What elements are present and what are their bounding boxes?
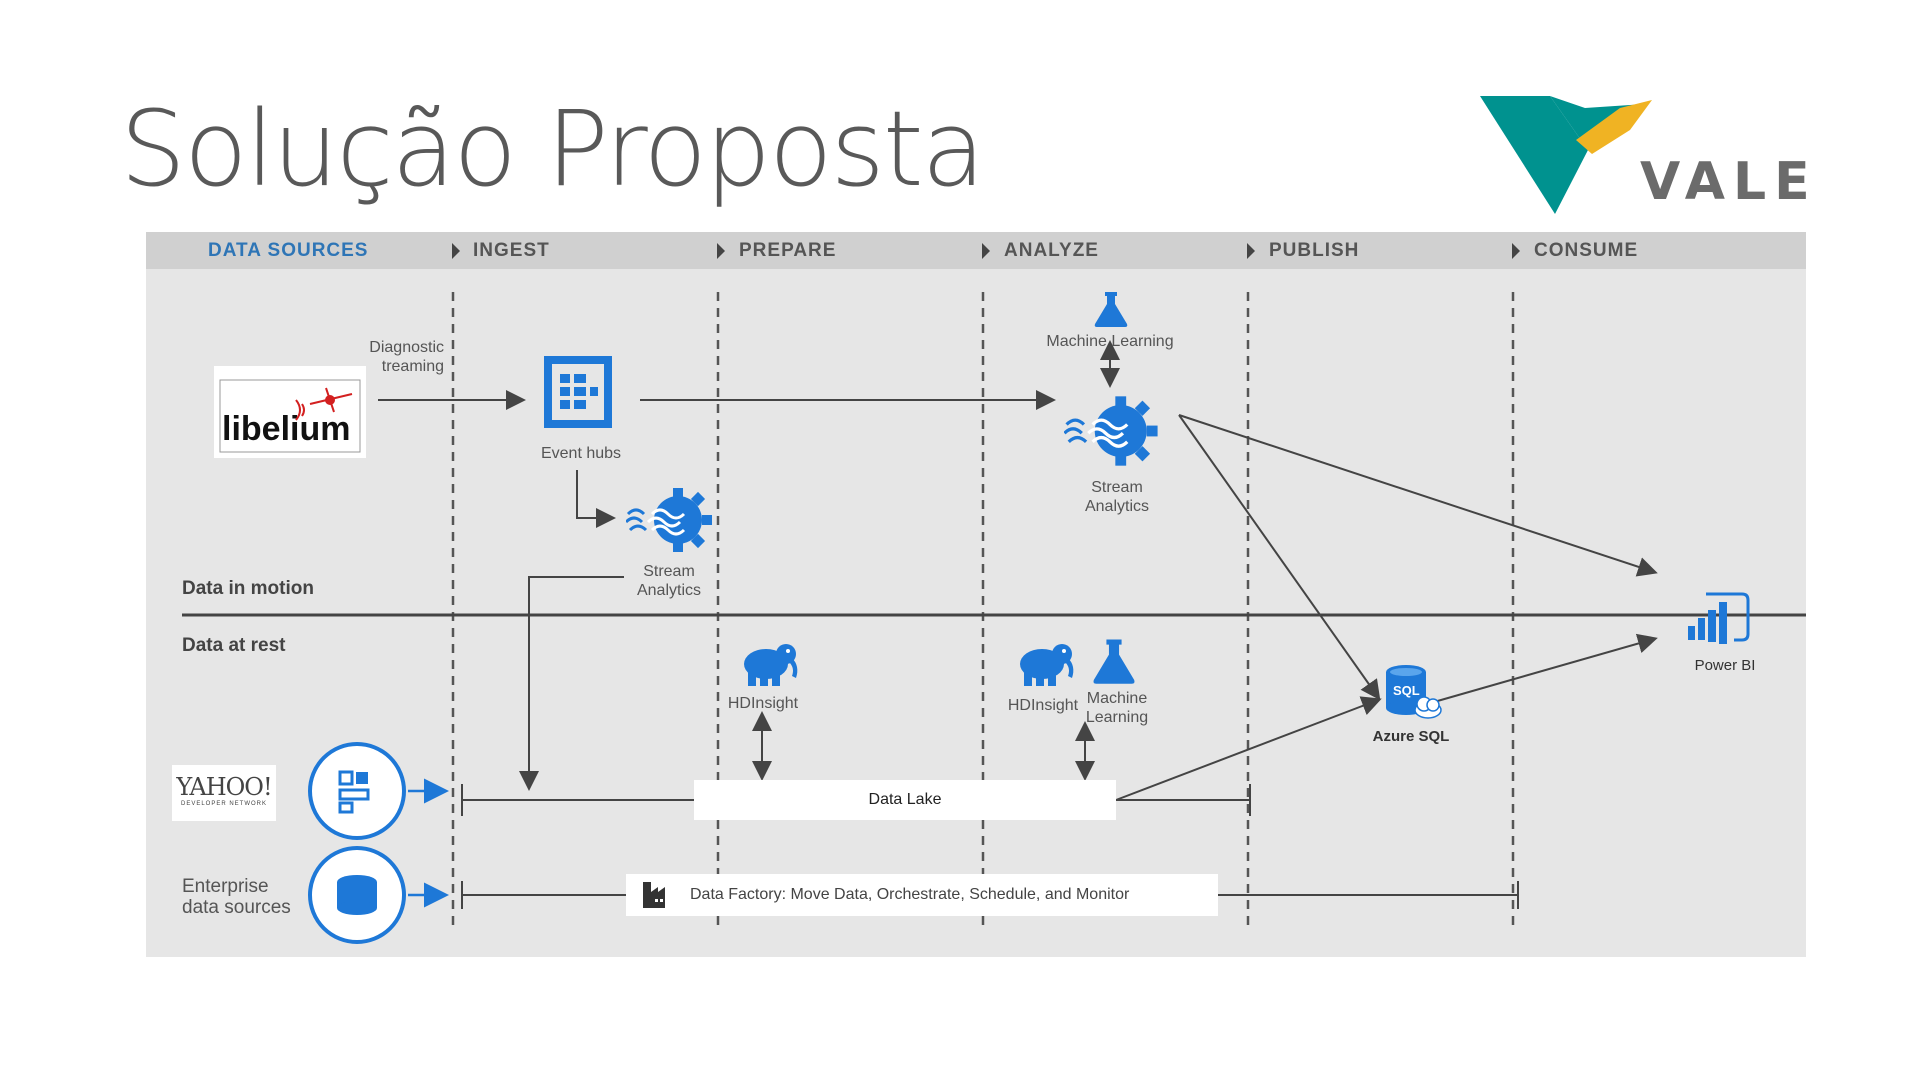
stage-dividers xyxy=(451,292,1515,932)
stage-analyze: ANALYZE xyxy=(1004,240,1099,261)
page-title: Solução Proposta xyxy=(120,88,985,210)
stage-prepare: PREPARE xyxy=(739,240,837,261)
arrow-stream-powerbi xyxy=(1178,414,1658,577)
yahoo-logo-subtext: DEVELOPER NETWORK xyxy=(180,801,267,807)
power-bi-label: Power BI xyxy=(1694,657,1756,674)
stage-chevrons xyxy=(452,243,1520,259)
arrow-datalake-sql xyxy=(1115,696,1382,801)
data-at-rest-label: Data at rest xyxy=(182,635,286,656)
azure-sql-label: Azure SQL xyxy=(1372,728,1450,745)
event-hubs-icon xyxy=(544,356,612,428)
vale-logo xyxy=(1480,96,1652,214)
yahoo-logo: YAHOO! DEVELOPER NETWORK xyxy=(172,765,276,821)
machine-learning-icon xyxy=(1094,292,1128,327)
data-in-motion-label: Data in motion xyxy=(182,578,314,599)
data-source-widgets-icon xyxy=(308,742,406,840)
data-lake-label: Data Lake xyxy=(868,791,942,808)
architecture-diagram: DATA SOURCES INGEST PREPARE ANALYZE PUBL… xyxy=(146,232,1806,957)
hdinsight-analyze-label: HDInsight xyxy=(1007,697,1079,714)
sql-badge-text: SQL xyxy=(1393,683,1420,698)
azure-sql-icon: SQL xyxy=(1386,665,1442,719)
libelium-text: libelium xyxy=(222,410,350,448)
stream-analytics-icon xyxy=(626,488,712,552)
power-bi-icon xyxy=(1688,592,1750,644)
diagnostic-streaming-label: Diagnostic treaming xyxy=(369,339,444,375)
stage-ingest: INGEST xyxy=(473,240,550,261)
connector-lines xyxy=(182,243,1806,932)
arrow-stream-sql xyxy=(1178,414,1381,701)
stage-header xyxy=(146,232,1806,269)
enterprise-database-icon xyxy=(308,846,406,944)
machine-learning-bottom-label: Machine Learning xyxy=(1085,690,1149,726)
stream-analytics-label: Stream Analytics xyxy=(636,563,702,599)
machine-learning-bottom-icon xyxy=(1093,639,1135,684)
stream-analytics-analyze-label: Stream Analytics xyxy=(1084,479,1150,515)
arrow-eventhubs-stream2 xyxy=(576,470,616,528)
stage-data-sources: DATA SOURCES xyxy=(208,240,369,261)
arrow-sql-powerbi xyxy=(1433,633,1658,703)
stage-consume: CONSUME xyxy=(1534,240,1639,261)
hdinsight-icon xyxy=(744,644,798,686)
stage-publish: PUBLISH xyxy=(1269,240,1360,261)
libelium-logo: libelium xyxy=(214,366,366,458)
enterprise-sources-label: Enterprise data sources xyxy=(182,876,291,918)
hdinsight-prepare-label: HDInsight xyxy=(727,695,799,712)
data-factory-label: Data Factory: Move Data, Orchestrate, Sc… xyxy=(690,886,1130,903)
data-factory-icon xyxy=(643,882,668,908)
data-lake-box: Data Lake xyxy=(694,780,1116,820)
yahoo-logo-text: YAHOO! xyxy=(176,773,272,801)
vale-logo-text: VALE xyxy=(1640,152,1818,212)
data-factory-box: Data Factory: Move Data, Orchestrate, Sc… xyxy=(626,874,1218,916)
event-hubs-label: Event hubs xyxy=(540,445,622,462)
stream-analytics-analyze-icon xyxy=(1064,396,1158,466)
hdinsight-analyze-icon xyxy=(1020,644,1074,686)
machine-learning-top-label: Machine Learning xyxy=(1046,333,1174,350)
arrow-stream-datalake xyxy=(519,576,624,791)
